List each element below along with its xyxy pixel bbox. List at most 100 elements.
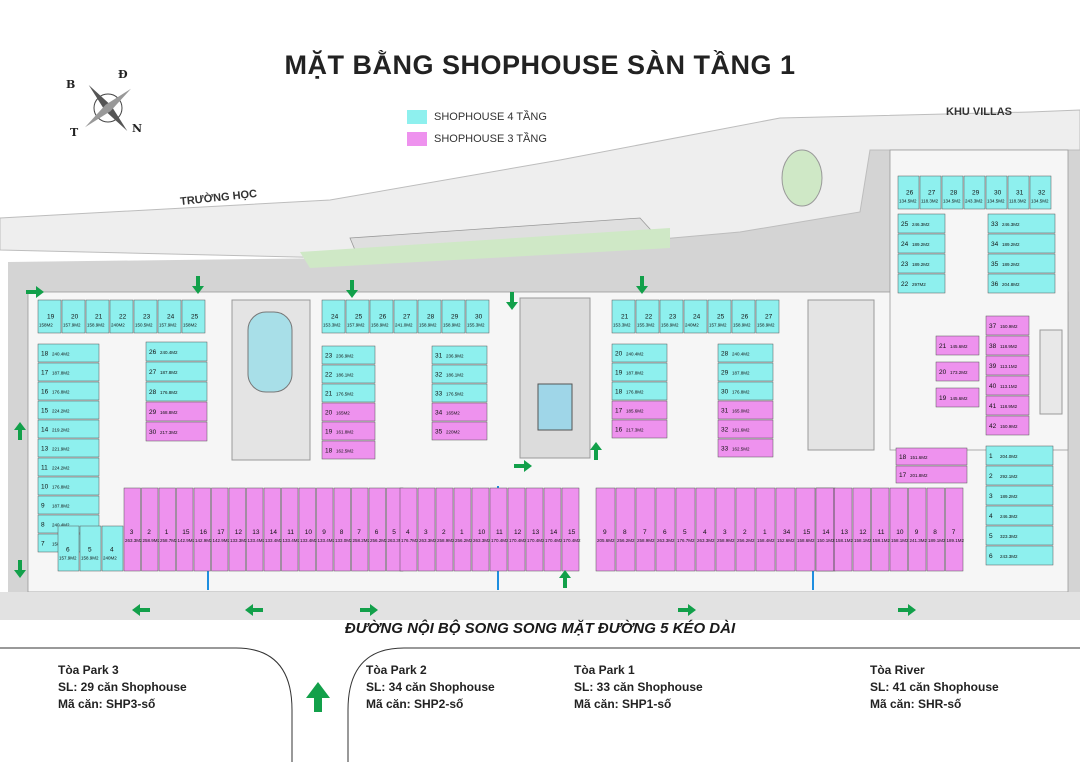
unit-box <box>345 299 370 334</box>
unit-box <box>228 487 246 572</box>
direction-arrow-icon <box>132 604 150 616</box>
unit-area: 240.4M2 <box>626 352 644 357</box>
unit-box <box>908 487 927 572</box>
unit-number: 11 <box>287 529 294 536</box>
unit-area: 258.7M2 <box>160 538 178 543</box>
unit-area: 155.3M2 <box>467 323 485 328</box>
unit-number: 8 <box>933 529 937 536</box>
unit-area: 186.1M2 <box>446 373 464 378</box>
unit-box <box>246 487 264 572</box>
unit-number: 20 <box>71 314 79 321</box>
unit-area: 153.3M2 <box>323 323 341 328</box>
unit-area: 134.5M2 <box>943 199 961 204</box>
unit-number: 3 <box>723 529 727 536</box>
unit-area: 118.3M2 <box>921 199 939 204</box>
unit-number: 5 <box>88 546 92 553</box>
unit-area: 158M2 <box>39 323 53 328</box>
unit-area: 150.5M2 <box>135 323 153 328</box>
unit-box <box>731 299 756 334</box>
tower-name: Tòa Park 2 <box>366 663 427 677</box>
unit-area: 263.3M2 <box>473 538 491 543</box>
unit-number: 39 <box>989 363 997 370</box>
compass-n: N <box>132 122 143 135</box>
unit-area: 176.7M2 <box>677 538 695 543</box>
legend-item-3-tang: SHOPHOUSE 3 TẦNG <box>407 130 547 148</box>
unit-box <box>79 525 102 572</box>
unit-area: 133.4M2 <box>265 538 283 543</box>
unit-number: 26 <box>906 190 914 197</box>
unit-area: 165M2 <box>446 411 460 416</box>
unit-box <box>987 213 1056 234</box>
unit-number: 21 <box>325 391 333 398</box>
unit-box <box>926 487 945 572</box>
unit-box <box>181 299 206 334</box>
unit-area: 256.2M2 <box>617 538 635 543</box>
unit-box <box>37 381 100 401</box>
unit-number: 22 <box>119 314 127 321</box>
unit-area: 241.0M2 <box>395 323 413 328</box>
direction-arrow-icon <box>898 604 916 616</box>
unit-number: 28 <box>721 351 729 358</box>
unit-area: 240M2 <box>685 323 699 328</box>
unit-number: 17 <box>899 472 907 479</box>
unit-area: 221.9M2 <box>52 447 70 452</box>
unit-number: 14 <box>550 529 558 536</box>
unit-number: 6 <box>663 529 667 536</box>
unit-box <box>852 487 871 572</box>
unit-box <box>985 545 1054 566</box>
unit-number: 25 <box>901 221 909 228</box>
unit-area: 176.7M2 <box>401 538 419 543</box>
direction-arrow-icon <box>14 422 26 440</box>
unit-box <box>399 487 418 572</box>
unit-number: 16 <box>200 529 208 536</box>
unit-box <box>987 253 1056 274</box>
direction-arrow-icon <box>506 292 518 310</box>
direction-arrow-icon <box>678 604 696 616</box>
unit-number: 35 <box>435 429 443 436</box>
unit-box <box>321 364 376 384</box>
unit-number: 6 <box>66 546 70 553</box>
unit-area: 165M2 <box>336 411 350 416</box>
unit-box <box>417 299 442 334</box>
unit-area: 189.2M2 <box>912 262 930 267</box>
unit-number: 4 <box>110 546 114 553</box>
direction-arrow-icon <box>559 570 571 588</box>
unit-number: 25 <box>355 314 363 321</box>
unit-area: 246.3M2 <box>1002 222 1020 227</box>
unit-box <box>635 299 660 334</box>
unit-area: 158.1M2 <box>873 538 891 543</box>
tower-park-2: Tòa Park 2 SL: 34 căn Shophouse Mã căn: … <box>366 662 495 713</box>
info-divider-2 <box>347 647 1080 762</box>
unit-number: 30 <box>994 190 1002 197</box>
unit-number: 27 <box>928 190 936 197</box>
